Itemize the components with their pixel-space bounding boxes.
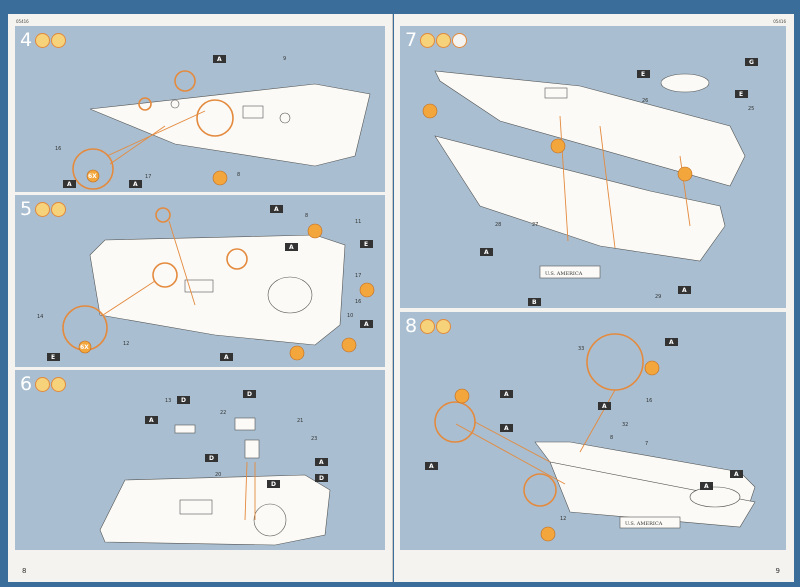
part-number: 7 [645, 441, 648, 447]
instruction-spread: 05416 4 A 9 16 17 8 [8, 14, 794, 582]
paint-code: A [149, 417, 154, 424]
paint-code: A [274, 206, 279, 213]
step-5-panel: 5 A 8 11 17 16 10 14 12 [15, 195, 385, 367]
step-8-drawing: U.S. AMERICA 33 16 32 7 8 12 A A A [425, 333, 756, 542]
part-number: 6X [80, 344, 89, 351]
part-number: 33 [578, 346, 584, 352]
nameplate-text: U.S. AMERICA [545, 271, 583, 277]
step-8-panel: 8 U.S. AMERICA 33 16 32 7 8 12 [400, 312, 786, 550]
paint-code: E [739, 91, 743, 98]
paint-code: A [704, 483, 709, 490]
part-number: 16 [646, 398, 652, 404]
step-5-drawing: A 8 11 17 16 10 14 12 6X A E A E A [37, 205, 375, 361]
part-number: 17 [355, 273, 361, 279]
part-number: 16 [355, 299, 361, 305]
part-number: 6X [88, 173, 97, 180]
paint-code: A [429, 463, 434, 470]
part-number: 29 [655, 294, 661, 300]
paint-code: A [289, 244, 294, 251]
nameplate-text: U.S. AMERICA [625, 521, 663, 527]
page-number: 8 [22, 567, 27, 575]
step-number: 8 [405, 315, 418, 337]
right-page: 05416 7 U.S. AMERICA G E [394, 14, 794, 582]
paint-icon [436, 319, 451, 334]
page-number: 9 [775, 567, 780, 575]
paint-code: D [247, 391, 252, 398]
part-number: 21 [297, 418, 303, 424]
glue-icon [35, 202, 50, 217]
part-number: 27 [532, 222, 538, 228]
part-number: 9 [283, 56, 286, 62]
part-number: 22 [220, 410, 226, 416]
part-number: 17 [145, 174, 151, 180]
paint-code: D [319, 475, 324, 482]
step-number: 4 [20, 29, 33, 51]
part-number: 10 [347, 313, 353, 319]
paint-icon [436, 33, 451, 48]
glue-icon [35, 33, 50, 48]
step-4-drawing: A 9 16 17 8 6X A A [55, 55, 371, 190]
step-number: 5 [20, 198, 33, 220]
kit-number: 05416 [773, 19, 786, 24]
paint-code: D [209, 455, 214, 462]
paint-code: D [271, 481, 276, 488]
paint-code: A [364, 321, 369, 328]
step-4-panel: 4 A 9 16 17 8 6X [15, 26, 385, 192]
step-number: 6 [20, 373, 33, 395]
step-number: 7 [405, 29, 418, 51]
part-number: 16 [55, 146, 61, 152]
paint-code: A [504, 391, 509, 398]
part-number: 8 [305, 213, 308, 219]
part-number: 8 [237, 172, 240, 178]
paint-code: A [133, 181, 138, 188]
step-6-drawing: A D D D D A D 13 22 20 21 23 [99, 390, 331, 546]
paint-code: A [484, 249, 489, 256]
paint-code: D [181, 397, 186, 404]
paint-code: A [734, 471, 739, 478]
paint-code: A [319, 459, 324, 466]
part-number: 12 [560, 516, 566, 522]
step-6-panel: 6 A D D D D [15, 370, 385, 550]
paint-icon [51, 33, 66, 48]
paint-code: B [532, 299, 537, 306]
paint-code: A [602, 403, 607, 410]
paint-icon [51, 202, 66, 217]
paint-code: E [641, 71, 645, 78]
glue-icon [420, 33, 435, 48]
paint-code: A [217, 56, 222, 63]
part-number: 14 [37, 314, 43, 320]
part-number: 11 [355, 219, 361, 225]
paint-code: A [224, 354, 229, 361]
paint-code: A [669, 339, 674, 346]
part-number: 26 [642, 98, 648, 104]
paint-code: A [504, 425, 509, 432]
part-number: 8 [610, 435, 613, 441]
part-number: 12 [123, 341, 129, 347]
part-number: 25 [748, 106, 754, 112]
paint-code: A [682, 287, 687, 294]
step-7-drawing: U.S. AMERICA G E E A B A A 26 25 [422, 58, 758, 306]
part-number: 28 [495, 222, 501, 228]
glue-icon [420, 319, 435, 334]
part-number: 20 [215, 472, 221, 478]
paint-code: G [749, 59, 754, 66]
kit-number: 05416 [16, 19, 29, 24]
part-number: 23 [311, 436, 317, 442]
left-page: 05416 4 A 9 16 17 8 [8, 14, 393, 582]
clock-icon [452, 33, 467, 48]
part-number: 13 [165, 398, 171, 404]
paint-code: E [51, 354, 55, 361]
paint-code: E [364, 241, 368, 248]
step-7-panel: 7 U.S. AMERICA G E E A [400, 26, 786, 308]
paint-icon [51, 377, 66, 392]
paint-code: A [67, 181, 72, 188]
part-number: 32 [622, 422, 628, 428]
glue-icon [35, 377, 50, 392]
